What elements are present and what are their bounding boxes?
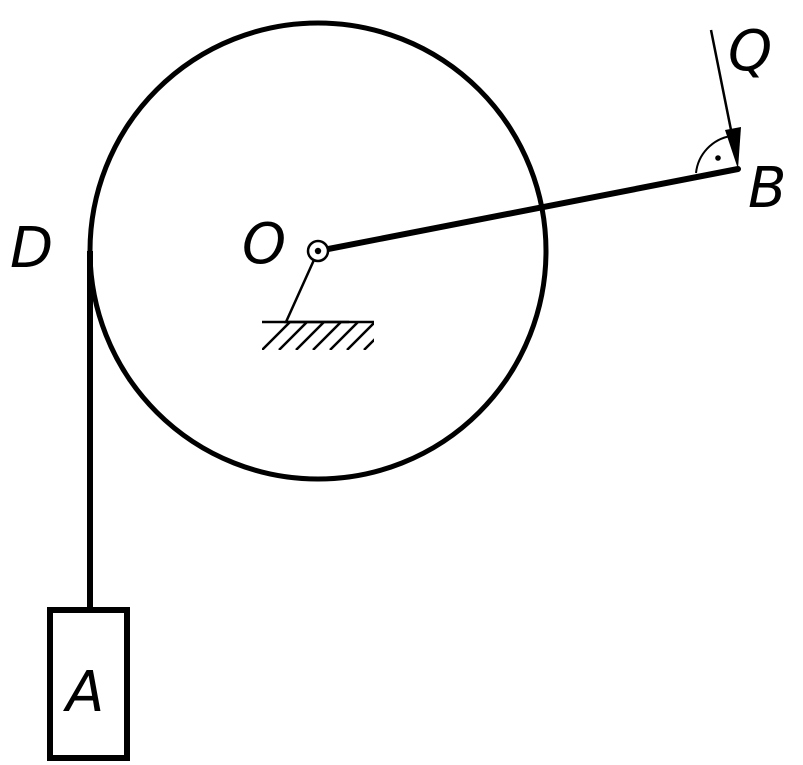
label-b: B [748, 156, 786, 221]
label-q: Q [728, 19, 772, 84]
right-angle-dot [715, 155, 721, 161]
label-a: A [63, 660, 104, 725]
lever-ob [315, 166, 741, 254]
label-o: O [242, 212, 286, 277]
label-d: D [10, 216, 53, 281]
block-a [47, 607, 130, 761]
right-angle-arc [695, 135, 732, 174]
pivot-center [314, 247, 322, 255]
ground-hatching [262, 322, 374, 350]
force-q-arrow-shaft [709, 29, 736, 146]
force-q-arrow-head [725, 127, 741, 169]
